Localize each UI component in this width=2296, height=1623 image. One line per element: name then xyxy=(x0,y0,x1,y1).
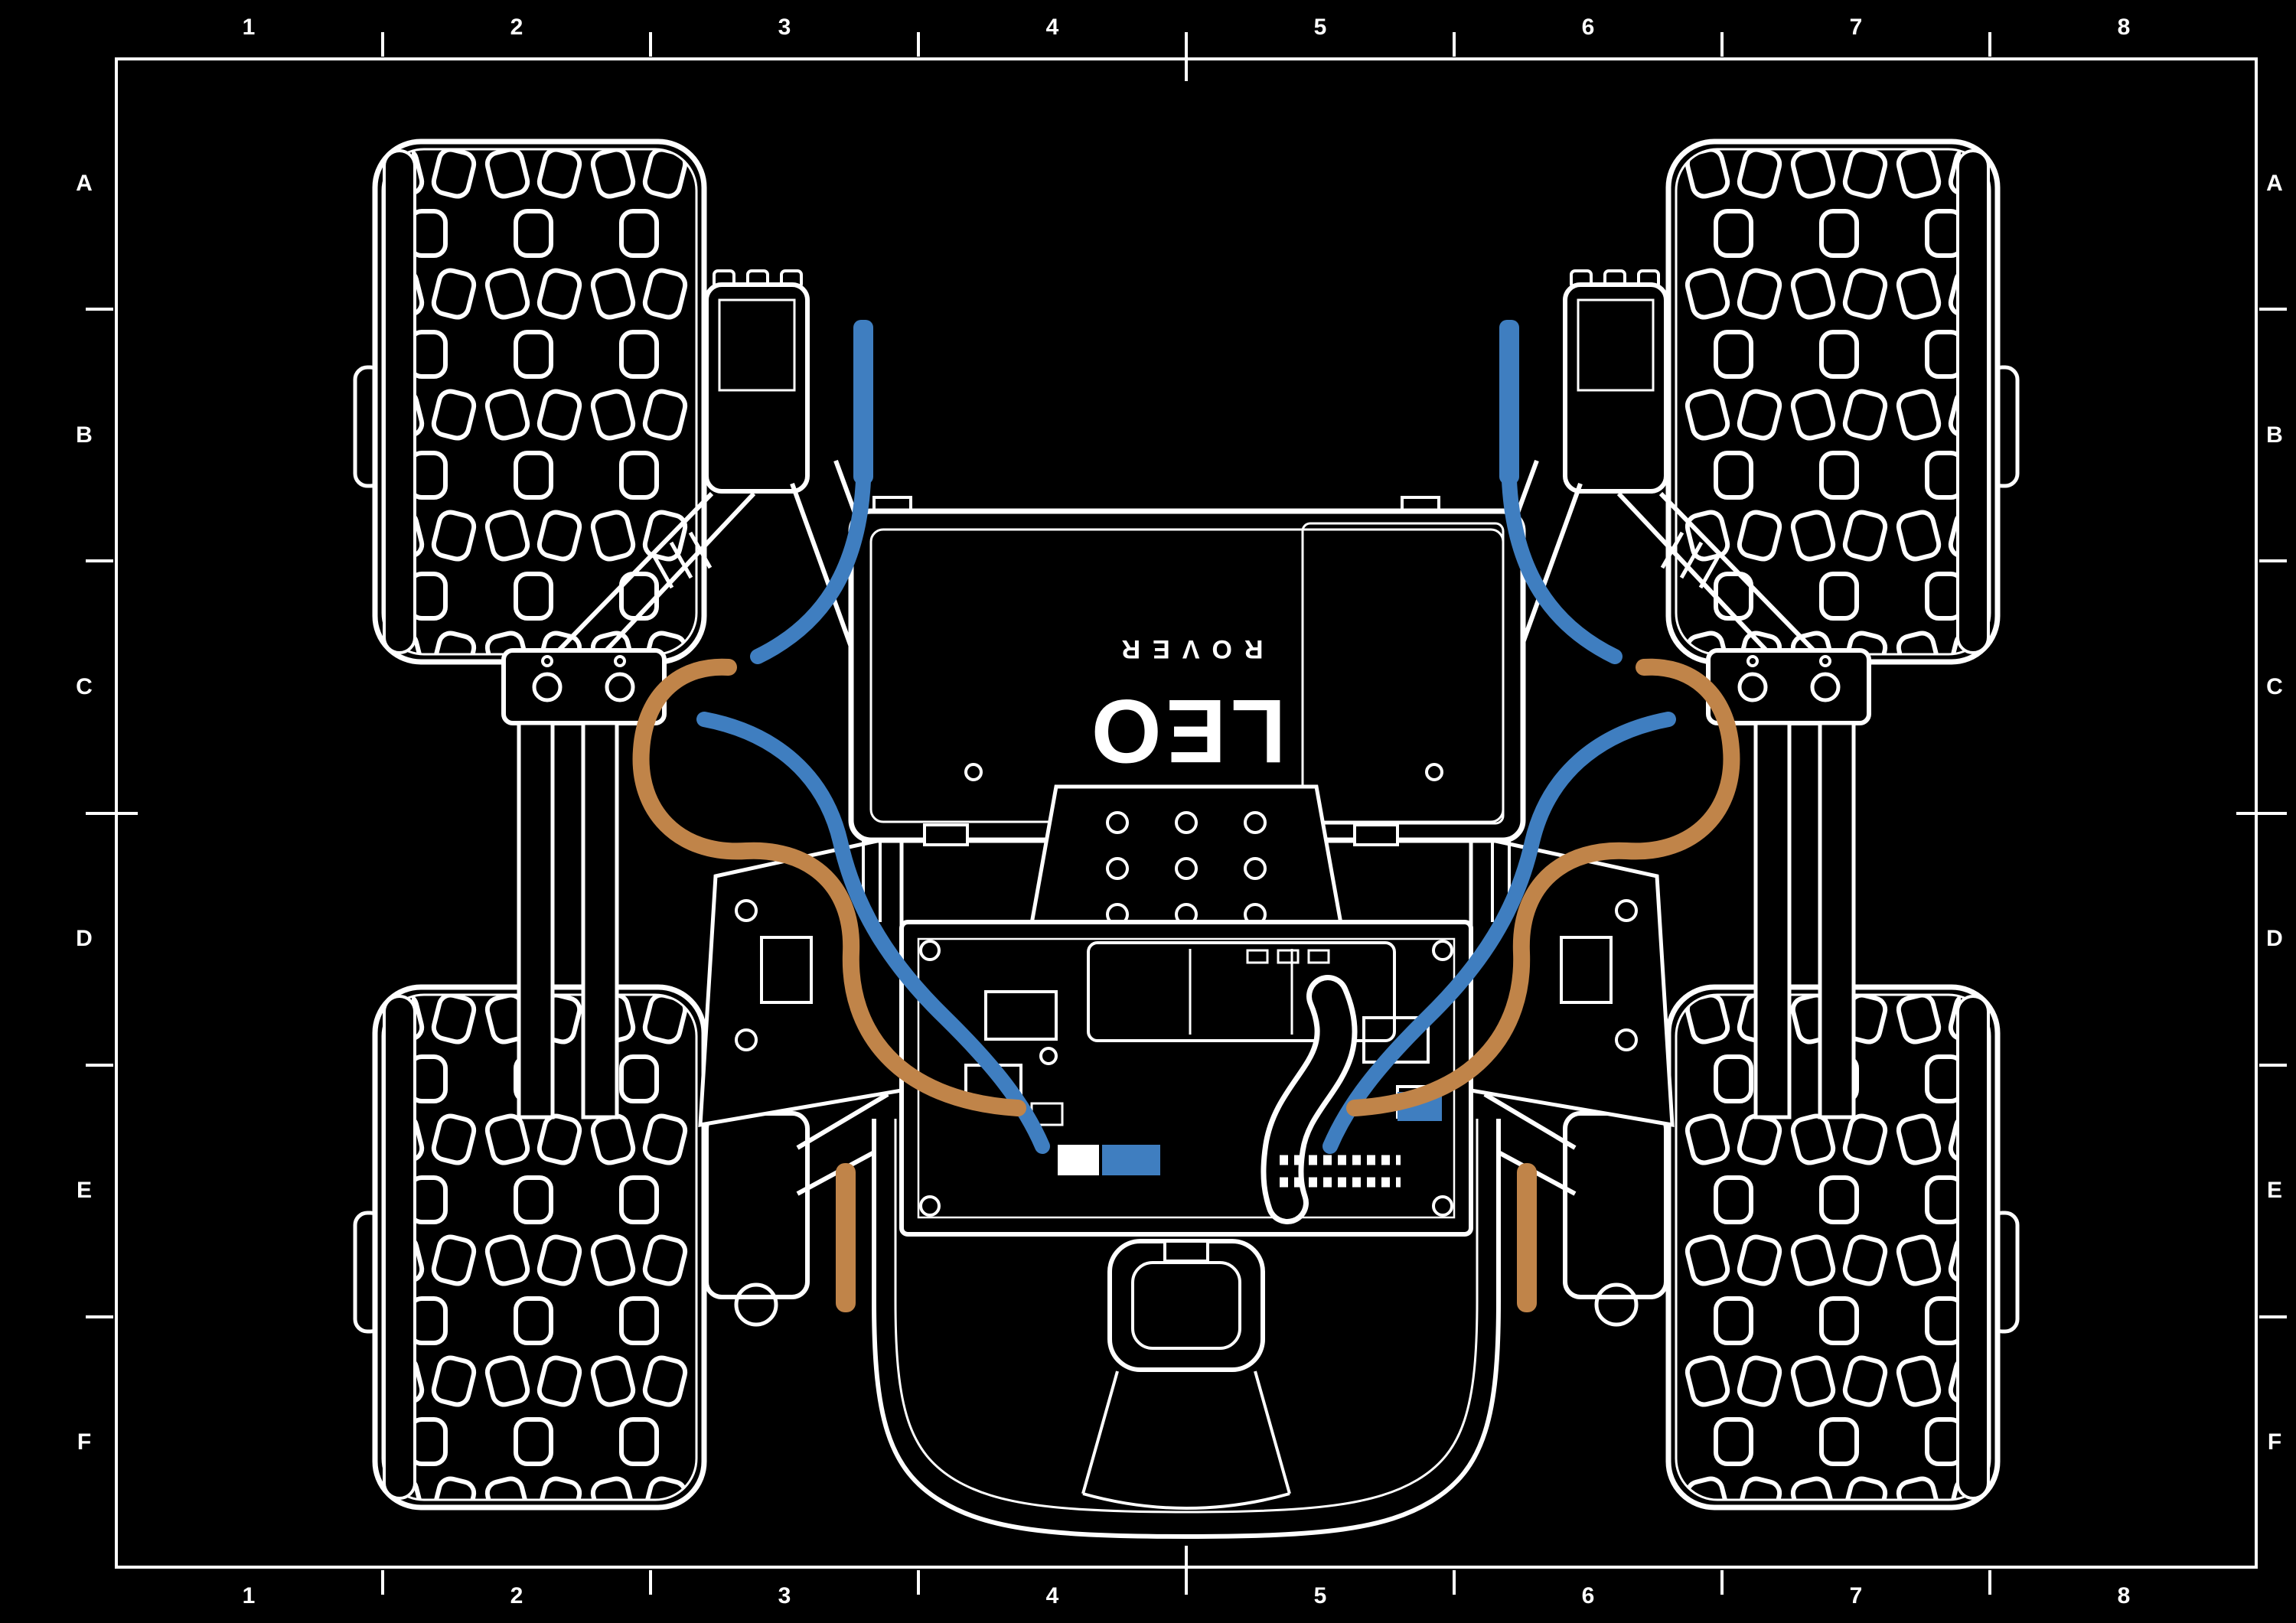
grid-tick-bottom xyxy=(917,1570,920,1595)
grid-tick-top xyxy=(649,32,652,57)
main-board xyxy=(899,920,1473,1237)
grid-tick-right xyxy=(2259,1315,2287,1318)
grid-row-label-left: A xyxy=(76,170,93,196)
grid-tick-bottom xyxy=(649,1570,652,1595)
grid-column-label-bottom: 4 xyxy=(1045,1583,1059,1608)
grid-row-label-right: F xyxy=(2267,1429,2282,1455)
grid-column-label-top: 2 xyxy=(510,15,523,40)
logo-secondary-text: ROVER xyxy=(1110,634,1264,663)
center-mark-bottom xyxy=(1185,1546,1188,1593)
mounting-plate xyxy=(1028,784,1345,934)
grid-column-label-bottom: 6 xyxy=(1581,1583,1595,1608)
grid-column-label-top: 8 xyxy=(2117,15,2131,40)
grid-tick-bottom xyxy=(381,1570,384,1595)
grid-column-label-bottom: 3 xyxy=(778,1583,791,1608)
bottom-connector xyxy=(1081,1239,1291,1510)
grid-column-label-top: 6 xyxy=(1581,15,1595,40)
grid-column-label-bottom: 7 xyxy=(1849,1583,1863,1608)
center-mark-top xyxy=(1185,32,1188,81)
grid-row-label-right: A xyxy=(2266,170,2283,196)
grid-column-label-top: 1 xyxy=(242,15,256,40)
grid-column-label-top: 3 xyxy=(778,15,791,40)
grid-row-label-left: C xyxy=(76,673,93,699)
grid-tick-left xyxy=(86,1063,113,1067)
grid-tick-right xyxy=(2259,559,2287,563)
grid-tick-right xyxy=(2259,1063,2287,1067)
grid-row-label-right: B xyxy=(2266,422,2283,448)
grid-row-label-left: B xyxy=(76,422,93,448)
grid-column-label-bottom: 1 xyxy=(242,1583,256,1608)
grid-tick-top xyxy=(1720,32,1724,57)
grid-column-label-top: 5 xyxy=(1313,15,1327,40)
grid-column-label-top: 7 xyxy=(1849,15,1863,40)
grid-row-label-left: F xyxy=(77,1429,92,1455)
brand-logo: LEO ROVER xyxy=(1087,634,1287,781)
grid-row-label-left: E xyxy=(76,1178,92,1204)
rover-drawing-root: LEO ROVER xyxy=(355,142,2017,1540)
blue-connector-left xyxy=(1102,1145,1160,1175)
grid-column-label-bottom: 8 xyxy=(2117,1583,2131,1608)
grid-tick-top xyxy=(917,32,920,57)
grid-tick-bottom xyxy=(1453,1570,1456,1595)
pin-headers xyxy=(1280,1155,1401,1188)
grid-tick-left xyxy=(86,1315,113,1318)
grid-tick-top xyxy=(1453,32,1456,57)
center-mark-left xyxy=(86,811,138,815)
grid-tick-bottom xyxy=(1720,1570,1724,1595)
grid-tick-right xyxy=(2259,308,2287,311)
center-mark-right xyxy=(2236,811,2287,815)
grid-tick-bottom xyxy=(1988,1570,1991,1595)
logo-primary-text: LEO xyxy=(1087,680,1287,781)
grid-row-label-left: D xyxy=(76,926,93,952)
grid-tick-left xyxy=(86,308,113,311)
grid-row-label-right: D xyxy=(2266,926,2283,952)
grid-tick-top xyxy=(1988,32,1991,57)
white-connector xyxy=(1058,1145,1099,1175)
grid-column-label-top: 4 xyxy=(1045,15,1059,40)
grid-row-label-right: E xyxy=(2266,1178,2282,1204)
grid-row-label-right: C xyxy=(2266,673,2283,699)
grid-column-label-bottom: 2 xyxy=(510,1583,523,1608)
grid-tick-left xyxy=(86,559,113,563)
chassis-center: LEO ROVER xyxy=(848,496,1526,1540)
grid-column-label-bottom: 5 xyxy=(1313,1583,1327,1608)
grid-tick-top xyxy=(381,32,384,57)
